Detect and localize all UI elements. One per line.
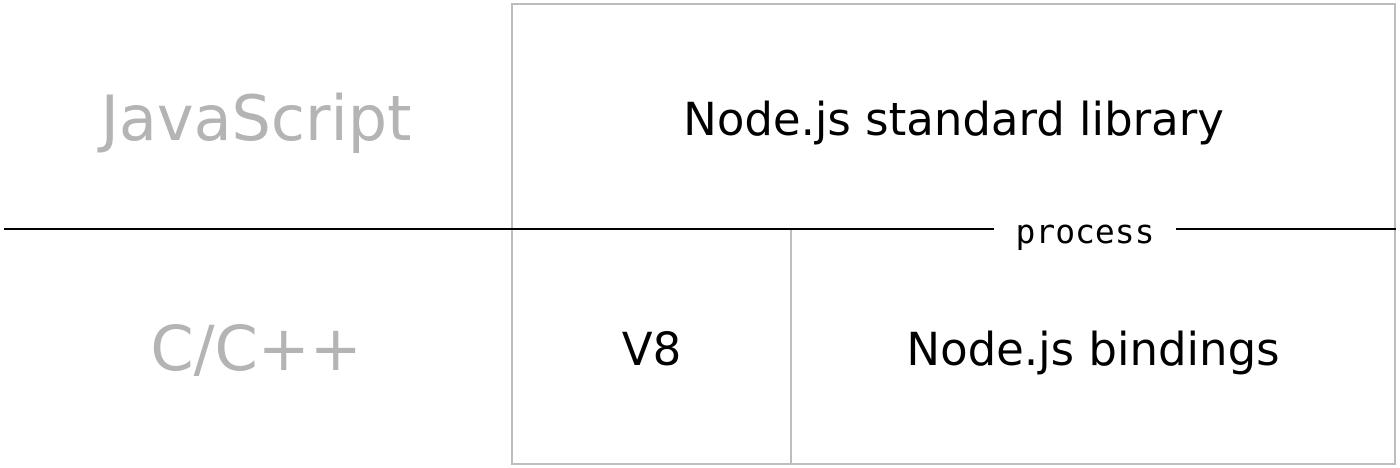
v8-box: V8 (511, 229, 792, 465)
process-boundary-label: process (994, 212, 1176, 252)
nodejs-bindings-box: Node.js bindings (790, 229, 1396, 465)
nodejs-standard-library-label: Node.js standard library (683, 93, 1224, 146)
c-cpp-layer-label: C/C++ (150, 312, 362, 385)
nodejs-bindings-label: Node.js bindings (906, 322, 1280, 376)
javascript-layer-label: JavaScript (100, 82, 412, 155)
layer-divider-line (4, 228, 1396, 230)
nodejs-standard-library-box: Node.js standard library (511, 3, 1396, 230)
v8-label: V8 (621, 322, 682, 376)
